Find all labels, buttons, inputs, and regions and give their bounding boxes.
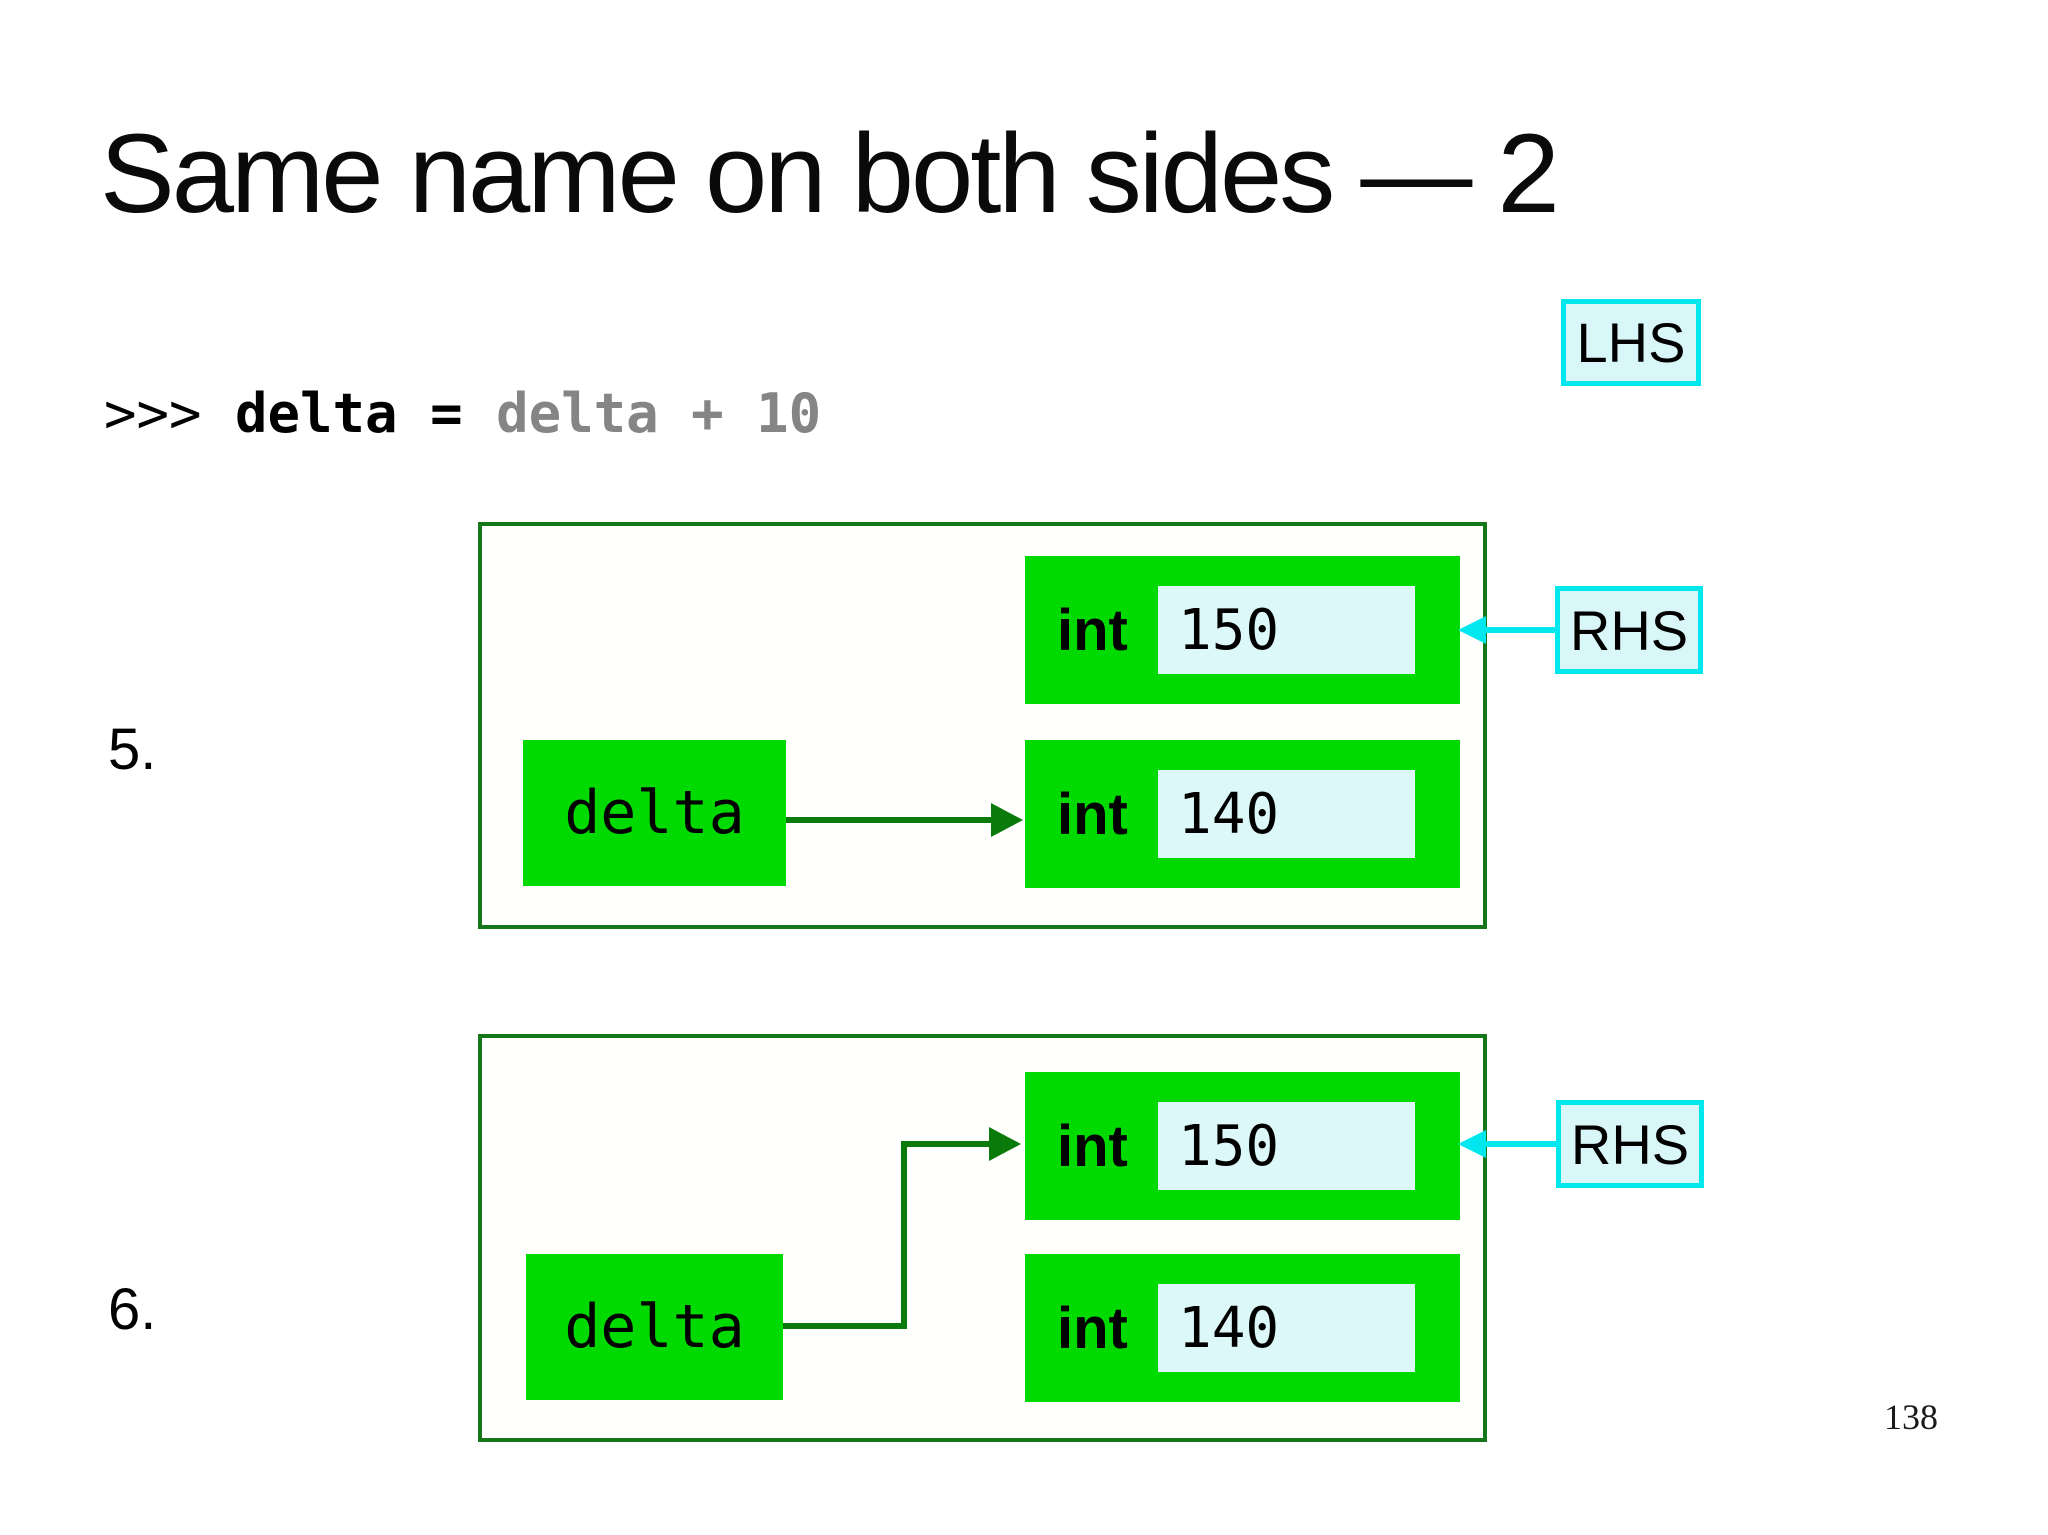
step5-old-type-label: int xyxy=(1057,781,1128,847)
step6-number: 6. xyxy=(108,1277,157,1342)
step5-reference-arrow-line xyxy=(786,817,995,823)
code-expression: delta + 10 xyxy=(496,382,822,445)
step5-rhs-arrow-line xyxy=(1484,627,1557,633)
code-assignment-target: delta = xyxy=(235,382,463,445)
step6-variable-name: delta xyxy=(564,1292,745,1362)
step5-int-object-old: int 140 xyxy=(1025,740,1460,888)
step6-reference-arrow-segment xyxy=(901,1141,993,1147)
step5-rhs-arrow-head-icon xyxy=(1458,616,1486,644)
step6-old-type-label: int xyxy=(1057,1295,1128,1361)
page-number: 138 xyxy=(1884,1397,1938,1437)
step6-rhs-arrow-head-icon xyxy=(1458,1130,1486,1158)
step5-old-value-box: 140 xyxy=(1158,770,1415,858)
step5-new-type-label: int xyxy=(1057,597,1128,663)
step6-reference-arrow-head-icon xyxy=(989,1127,1021,1161)
step6-rhs-arrow-line xyxy=(1484,1141,1557,1147)
step5-number: 5. xyxy=(108,717,157,782)
step5-variable-box: delta xyxy=(523,740,786,886)
step6-new-value-box: 150 xyxy=(1158,1102,1415,1190)
code-line: >>> delta = delta + 10 xyxy=(104,382,821,445)
step6-int-object-old: int 140 xyxy=(1025,1254,1460,1402)
step5-new-value-box: 150 xyxy=(1158,586,1415,674)
step5-rhs-callout-label: RHS xyxy=(1555,586,1703,674)
step6-old-value-box: 140 xyxy=(1158,1284,1415,1372)
step5-int-object-new: int 150 xyxy=(1025,556,1460,704)
step6-new-type-label: int xyxy=(1057,1113,1128,1179)
step5-reference-arrow-head-icon xyxy=(991,803,1023,837)
step6-variable-box: delta xyxy=(526,1254,783,1400)
step6-reference-arrow-segment xyxy=(783,1323,907,1329)
step6-int-object-new: int 150 xyxy=(1025,1072,1460,1220)
code-prompt: >>> xyxy=(104,382,202,445)
step6-reference-arrow-segment xyxy=(901,1141,907,1329)
step5-variable-name: delta xyxy=(564,778,745,848)
lhs-callout-label: LHS xyxy=(1561,299,1701,386)
slide-title: Same name on both sides — 2 xyxy=(100,111,1560,236)
step6-rhs-callout-label: RHS xyxy=(1556,1100,1704,1188)
